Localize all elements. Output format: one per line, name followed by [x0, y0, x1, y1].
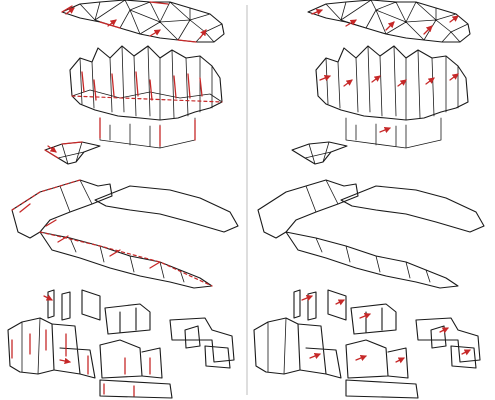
left-wall-network — [7, 289, 235, 399]
right-walled-ring — [315, 45, 469, 149]
right-small-piece — [291, 141, 348, 165]
right-wall-network — [253, 289, 481, 399]
left-walled-ring — [69, 45, 223, 149]
left-dome-roof — [61, 0, 225, 43]
right-panel — [253, 0, 485, 399]
left-panel — [7, 0, 239, 399]
right-flat-pattern — [257, 179, 485, 289]
right-dome-roof — [307, 0, 471, 43]
left-flat-pattern — [11, 179, 239, 289]
left-small-piece — [44, 141, 101, 165]
